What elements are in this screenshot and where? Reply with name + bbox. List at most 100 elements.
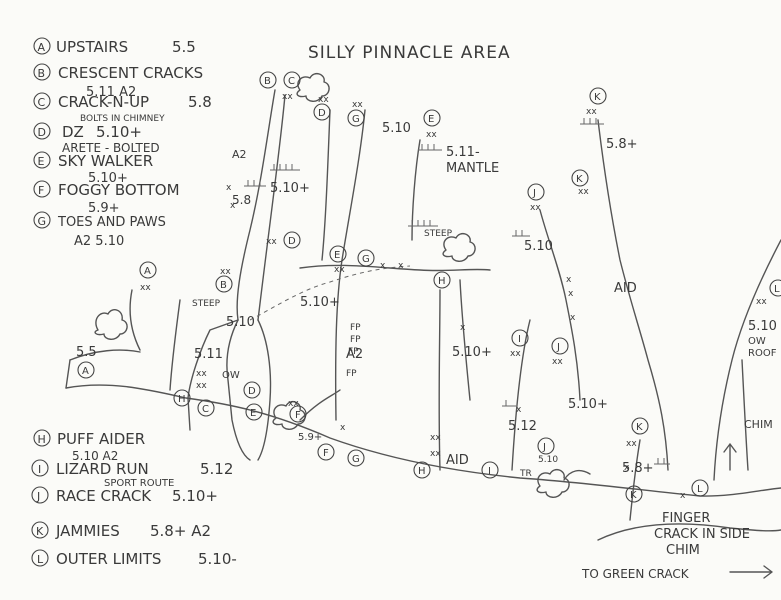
svg-text:xx: xx <box>352 100 363 110</box>
svg-text:5.8+: 5.8+ <box>622 461 654 476</box>
circled-letter-icon <box>33 211 51 229</box>
svg-text:5.5: 5.5 <box>172 38 196 56</box>
svg-text:x: x <box>460 323 466 333</box>
legend-item-b: B CRESCENT CRACKS 5.11 A2 <box>33 63 203 100</box>
svg-text:D: D <box>318 108 326 119</box>
circled-letter-icon <box>347 449 365 467</box>
svg-text:5.12: 5.12 <box>200 460 233 478</box>
svg-text:xx: xx <box>626 439 637 449</box>
svg-text:UPSTAIRS: UPSTAIRS <box>56 38 128 56</box>
svg-text:G: G <box>352 454 360 465</box>
circled-letter-icon <box>33 63 51 81</box>
svg-text:E: E <box>250 408 256 419</box>
circled-letter-icon <box>769 279 781 297</box>
svg-text:E: E <box>334 250 340 261</box>
svg-text:J: J <box>556 342 560 353</box>
svg-text:TR: TR <box>519 469 532 479</box>
svg-text:x: x <box>230 201 236 211</box>
circled-letter-icon <box>215 275 233 293</box>
svg-text:xx: xx <box>430 449 441 459</box>
svg-text:STEEP: STEEP <box>424 229 453 239</box>
svg-text:C: C <box>288 76 295 87</box>
svg-text:xx: xx <box>586 107 597 117</box>
svg-text:xx: xx <box>552 357 563 367</box>
svg-text:A: A <box>82 366 89 377</box>
route-annotations: A2 5.8 5.10+ 5.10 5.11- MANTLE STEEP 5.8… <box>76 121 777 581</box>
svg-text:L: L <box>697 484 703 495</box>
svg-text:5.10+: 5.10+ <box>568 397 608 412</box>
legend-item-i: I LIZARD RUN 5.12 SPORT ROUTE <box>31 459 233 489</box>
svg-text:FP: FP <box>346 369 357 379</box>
svg-text:H: H <box>438 276 446 287</box>
svg-text:ROOF: ROOF <box>748 348 777 359</box>
circled-letter-icon <box>313 103 331 121</box>
svg-text:5.10-: 5.10- <box>198 550 237 568</box>
svg-text:G: G <box>38 215 47 228</box>
svg-text:J: J <box>532 188 536 199</box>
svg-text:5.10 A2: 5.10 A2 <box>72 449 118 463</box>
svg-text:5.10: 5.10 <box>524 239 553 254</box>
svg-text:H: H <box>38 433 46 446</box>
svg-text:AID: AID <box>614 281 637 296</box>
svg-text:A2: A2 <box>232 148 247 161</box>
svg-text:MANTLE: MANTLE <box>446 161 499 176</box>
svg-text:D: D <box>38 126 46 139</box>
circled-letter-icon <box>317 443 335 461</box>
svg-text:H: H <box>418 466 426 477</box>
circled-letter-icon <box>33 37 51 55</box>
svg-text:x: x <box>340 423 346 433</box>
svg-text:xx: xx <box>530 203 541 213</box>
svg-text:OW: OW <box>748 336 766 347</box>
svg-text:5.10+: 5.10+ <box>88 171 128 186</box>
circled-letter-icon <box>631 417 649 435</box>
svg-text:5.8: 5.8 <box>232 193 251 207</box>
svg-text:ARETE - BOLTED: ARETE - BOLTED <box>62 141 160 155</box>
svg-text:J: J <box>36 490 40 503</box>
svg-text:G: G <box>352 114 360 125</box>
circled-letter-icon <box>245 403 263 421</box>
svg-text:FINGER: FINGER <box>662 511 710 526</box>
svg-text:x: x <box>568 289 574 299</box>
svg-text:xx: xx <box>334 265 345 275</box>
svg-text:5.9+: 5.9+ <box>88 201 120 216</box>
svg-text:xx: xx <box>266 237 277 247</box>
circled-letter-icon <box>283 71 301 89</box>
svg-text:5.11 A2: 5.11 A2 <box>86 85 136 100</box>
legend-top: A UPSTAIRS 5.5 B CRESCENT CRACKS 5.11 A2… <box>33 37 212 249</box>
svg-text:CHIM: CHIM <box>744 418 773 431</box>
circled-letter-icon <box>173 389 191 407</box>
svg-text:CRACK-N-UP: CRACK-N-UP <box>58 93 149 111</box>
svg-text:x: x <box>398 261 404 271</box>
circled-letter-icon <box>197 399 215 417</box>
svg-text:5.8+ A2: 5.8+ A2 <box>150 522 211 540</box>
arrow-right-icon <box>723 443 773 579</box>
svg-text:FP: FP <box>350 335 361 345</box>
svg-text:A: A <box>144 266 151 277</box>
svg-text:xx: xx <box>430 433 441 443</box>
svg-text:5.10: 5.10 <box>226 315 255 330</box>
svg-text:SKY WALKER: SKY WALKER <box>58 152 153 170</box>
svg-text:RACE CRACK: RACE CRACK <box>56 487 152 505</box>
legend-bottom: H PUFF AIDER 5.10 A2 I LIZARD RUN 5.12 S… <box>31 429 237 568</box>
legend-item-e: E SKY WALKER 5.10+ <box>33 151 153 186</box>
tree-bush-icon <box>94 72 570 498</box>
circled-letter-icon <box>33 151 51 169</box>
svg-text:J: J <box>542 442 546 453</box>
circled-letter-icon <box>77 361 95 379</box>
legend-item-l: L OUTER LIMITS 5.10- <box>31 549 237 568</box>
svg-text:H: H <box>178 394 186 405</box>
circled-letter-icon <box>347 109 365 127</box>
circled-letter-icon <box>551 337 569 355</box>
circled-letter-icon <box>571 169 589 187</box>
svg-text:xx: xx <box>510 349 521 359</box>
svg-text:K: K <box>636 422 643 433</box>
svg-text:x: x <box>380 261 386 271</box>
svg-text:L: L <box>37 553 44 566</box>
svg-text:I: I <box>488 466 491 477</box>
svg-text:B: B <box>264 76 271 87</box>
circled-letter-icon <box>139 261 157 279</box>
svg-text:CHIM: CHIM <box>666 543 700 558</box>
svg-text:C: C <box>202 404 209 415</box>
svg-text:xx: xx <box>578 187 589 197</box>
